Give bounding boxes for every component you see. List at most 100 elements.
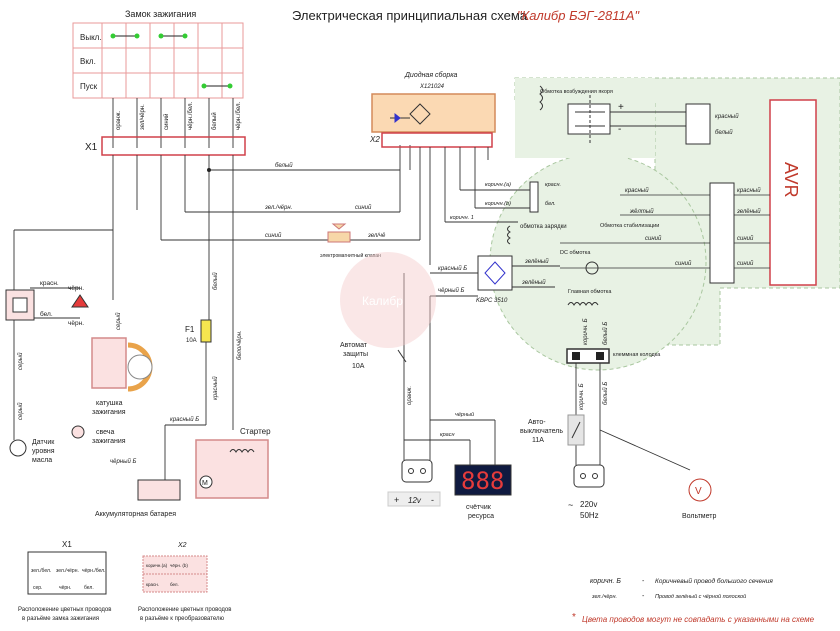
avr-red: красный <box>715 113 739 120</box>
breaker-label2: защиты <box>343 351 368 358</box>
wire-white-black-v: бело/чёрн. <box>237 330 243 360</box>
ignition-title: Замок зажигания <box>125 9 196 19</box>
wire-zel-valve: зел/чё <box>367 233 386 239</box>
wire-black-b: чёрный Б <box>438 287 465 294</box>
solenoid-valve <box>327 223 351 243</box>
legend-x1-caption2: в разъёме замка зажигания <box>22 616 99 622</box>
breaker-value: 10A <box>352 363 365 370</box>
legend-x2-caption1: Расположение цветных проводов <box>138 607 231 613</box>
wire-gray-oil2: серый <box>17 402 24 420</box>
counter-display <box>454 464 512 496</box>
legend-val-1: Коричневый провод большого сечения <box>655 577 773 585</box>
voltmeter-symbol <box>688 478 712 502</box>
legend-val-2: Провод зелёный с чёрной полоской <box>655 593 746 600</box>
clamp-a <box>572 352 580 360</box>
stab-green-r: зелёный <box>736 208 761 215</box>
dc-out-plus: + <box>394 495 399 505</box>
wire-label-black-white-2: чёрн./бел. <box>236 102 242 130</box>
avr-white: белый <box>715 129 733 136</box>
legend-dash-1: - <box>642 578 645 585</box>
wire-white-right: бел. <box>545 201 556 207</box>
fuse-value: 10A <box>186 338 197 344</box>
wire-orange-v: оранж. <box>407 386 413 405</box>
voltmeter-label: Вольтметр <box>682 513 716 520</box>
wire-brown-1: коричн. 1 <box>450 215 474 221</box>
battery <box>137 479 181 501</box>
wire-black-b-bat: чёрный Б <box>110 458 137 465</box>
wire-blue-mid: синий <box>355 204 372 211</box>
socket-220v <box>573 464 605 488</box>
stab-label: Обмотка стабилизации <box>600 223 659 229</box>
dc-out-label-box <box>387 491 441 507</box>
wire-red-right: красн. <box>545 182 561 188</box>
wire-label-white: белый <box>211 112 218 130</box>
diode-code: Х121024 <box>419 84 445 90</box>
auto-switch-label2: выключатель <box>520 428 563 435</box>
clamp-wires <box>575 363 691 471</box>
fuse-label: F1 <box>185 325 195 334</box>
wire-white-b-v: белый Б <box>602 322 609 345</box>
kbpc-bridge <box>477 255 513 291</box>
oil-red: красн. <box>40 280 59 287</box>
stab-terminal <box>709 182 735 284</box>
page-title: Электрическая принципиальная схема <box>292 8 528 23</box>
oil-module-inner <box>12 297 28 313</box>
oil-black2: чёрн. <box>68 320 84 327</box>
wire-white-fuse: белый <box>212 272 219 290</box>
counter-label2: ресурса <box>468 513 494 520</box>
charge-coil-label1: обмотка зарядки <box>520 224 567 230</box>
diode-title: Диодная сборка <box>404 71 458 79</box>
plug-label2: зажигания <box>92 438 126 445</box>
wire-brown-b: коричн.(b) <box>485 201 511 207</box>
dc-label: DC обмотка <box>560 250 591 256</box>
coil-label2: зажигания <box>92 409 126 416</box>
x2-label: X2 <box>369 135 380 144</box>
ignition-contacts <box>110 33 233 89</box>
legend-key-2: зел./чёрн. <box>591 594 617 600</box>
wire-white-top: белый <box>275 162 293 169</box>
wire-red-v: красн <box>440 432 455 438</box>
auto-switch-lever <box>571 421 581 439</box>
ignition-coil <box>91 337 127 389</box>
clamp-label1: клеммная колодка <box>613 352 661 358</box>
wire-green-black-mid: зел./чёрн. <box>264 205 292 211</box>
legend-x1-cell-4: сер. <box>33 585 42 591</box>
legend-x1-cell-5: чёрн. <box>59 585 71 591</box>
x1-connector <box>101 136 246 156</box>
dc-out-12v: 12v <box>408 496 422 505</box>
wire-brown-down: коричн. Б <box>579 383 585 410</box>
wire-red-b-bat: красный Б <box>170 416 199 423</box>
x1-label: X1 <box>85 142 98 153</box>
clamp-b <box>596 352 604 360</box>
breaker-label1: Автомат <box>340 342 368 349</box>
wire-red-b: красный Б <box>438 265 467 272</box>
stab-lines <box>560 194 770 269</box>
diode-block <box>371 93 496 133</box>
wire-label-black-white: чёрн./бел. <box>188 102 194 130</box>
dc-symbol <box>585 261 599 275</box>
x1-down-wires <box>112 145 420 430</box>
stab-blue-r2: синий <box>737 260 754 267</box>
oil-black: чёрн. <box>68 285 84 292</box>
wire-gray-coil: серый <box>115 312 122 330</box>
legend-dash-2: - <box>642 593 645 600</box>
fuse <box>200 319 212 343</box>
note-star: * <box>572 612 576 623</box>
oil-sensor <box>9 439 27 457</box>
stab-yellow: жёлтый <box>629 208 654 215</box>
socket-pin-a <box>580 473 586 479</box>
valve-label: электромагнитный клапан <box>320 252 381 259</box>
spark-plug <box>71 425 85 439</box>
colors-note: Цвета проводов могут не совпадать с указ… <box>582 615 815 624</box>
plug-label1: свеча <box>96 429 114 436</box>
oil-label3: масла <box>32 457 52 464</box>
battery-label: Аккумуляторная батарея <box>95 510 176 518</box>
avr-label: AVR <box>781 162 801 198</box>
stab-blue-l2: синий <box>675 260 692 267</box>
dc-pin-a <box>408 468 414 474</box>
x2-wires <box>419 147 530 265</box>
output-220v: 220v <box>580 500 597 509</box>
legend-x1-title: X1 <box>62 540 72 549</box>
starter-m: M <box>202 480 208 487</box>
oil-led <box>71 294 89 308</box>
